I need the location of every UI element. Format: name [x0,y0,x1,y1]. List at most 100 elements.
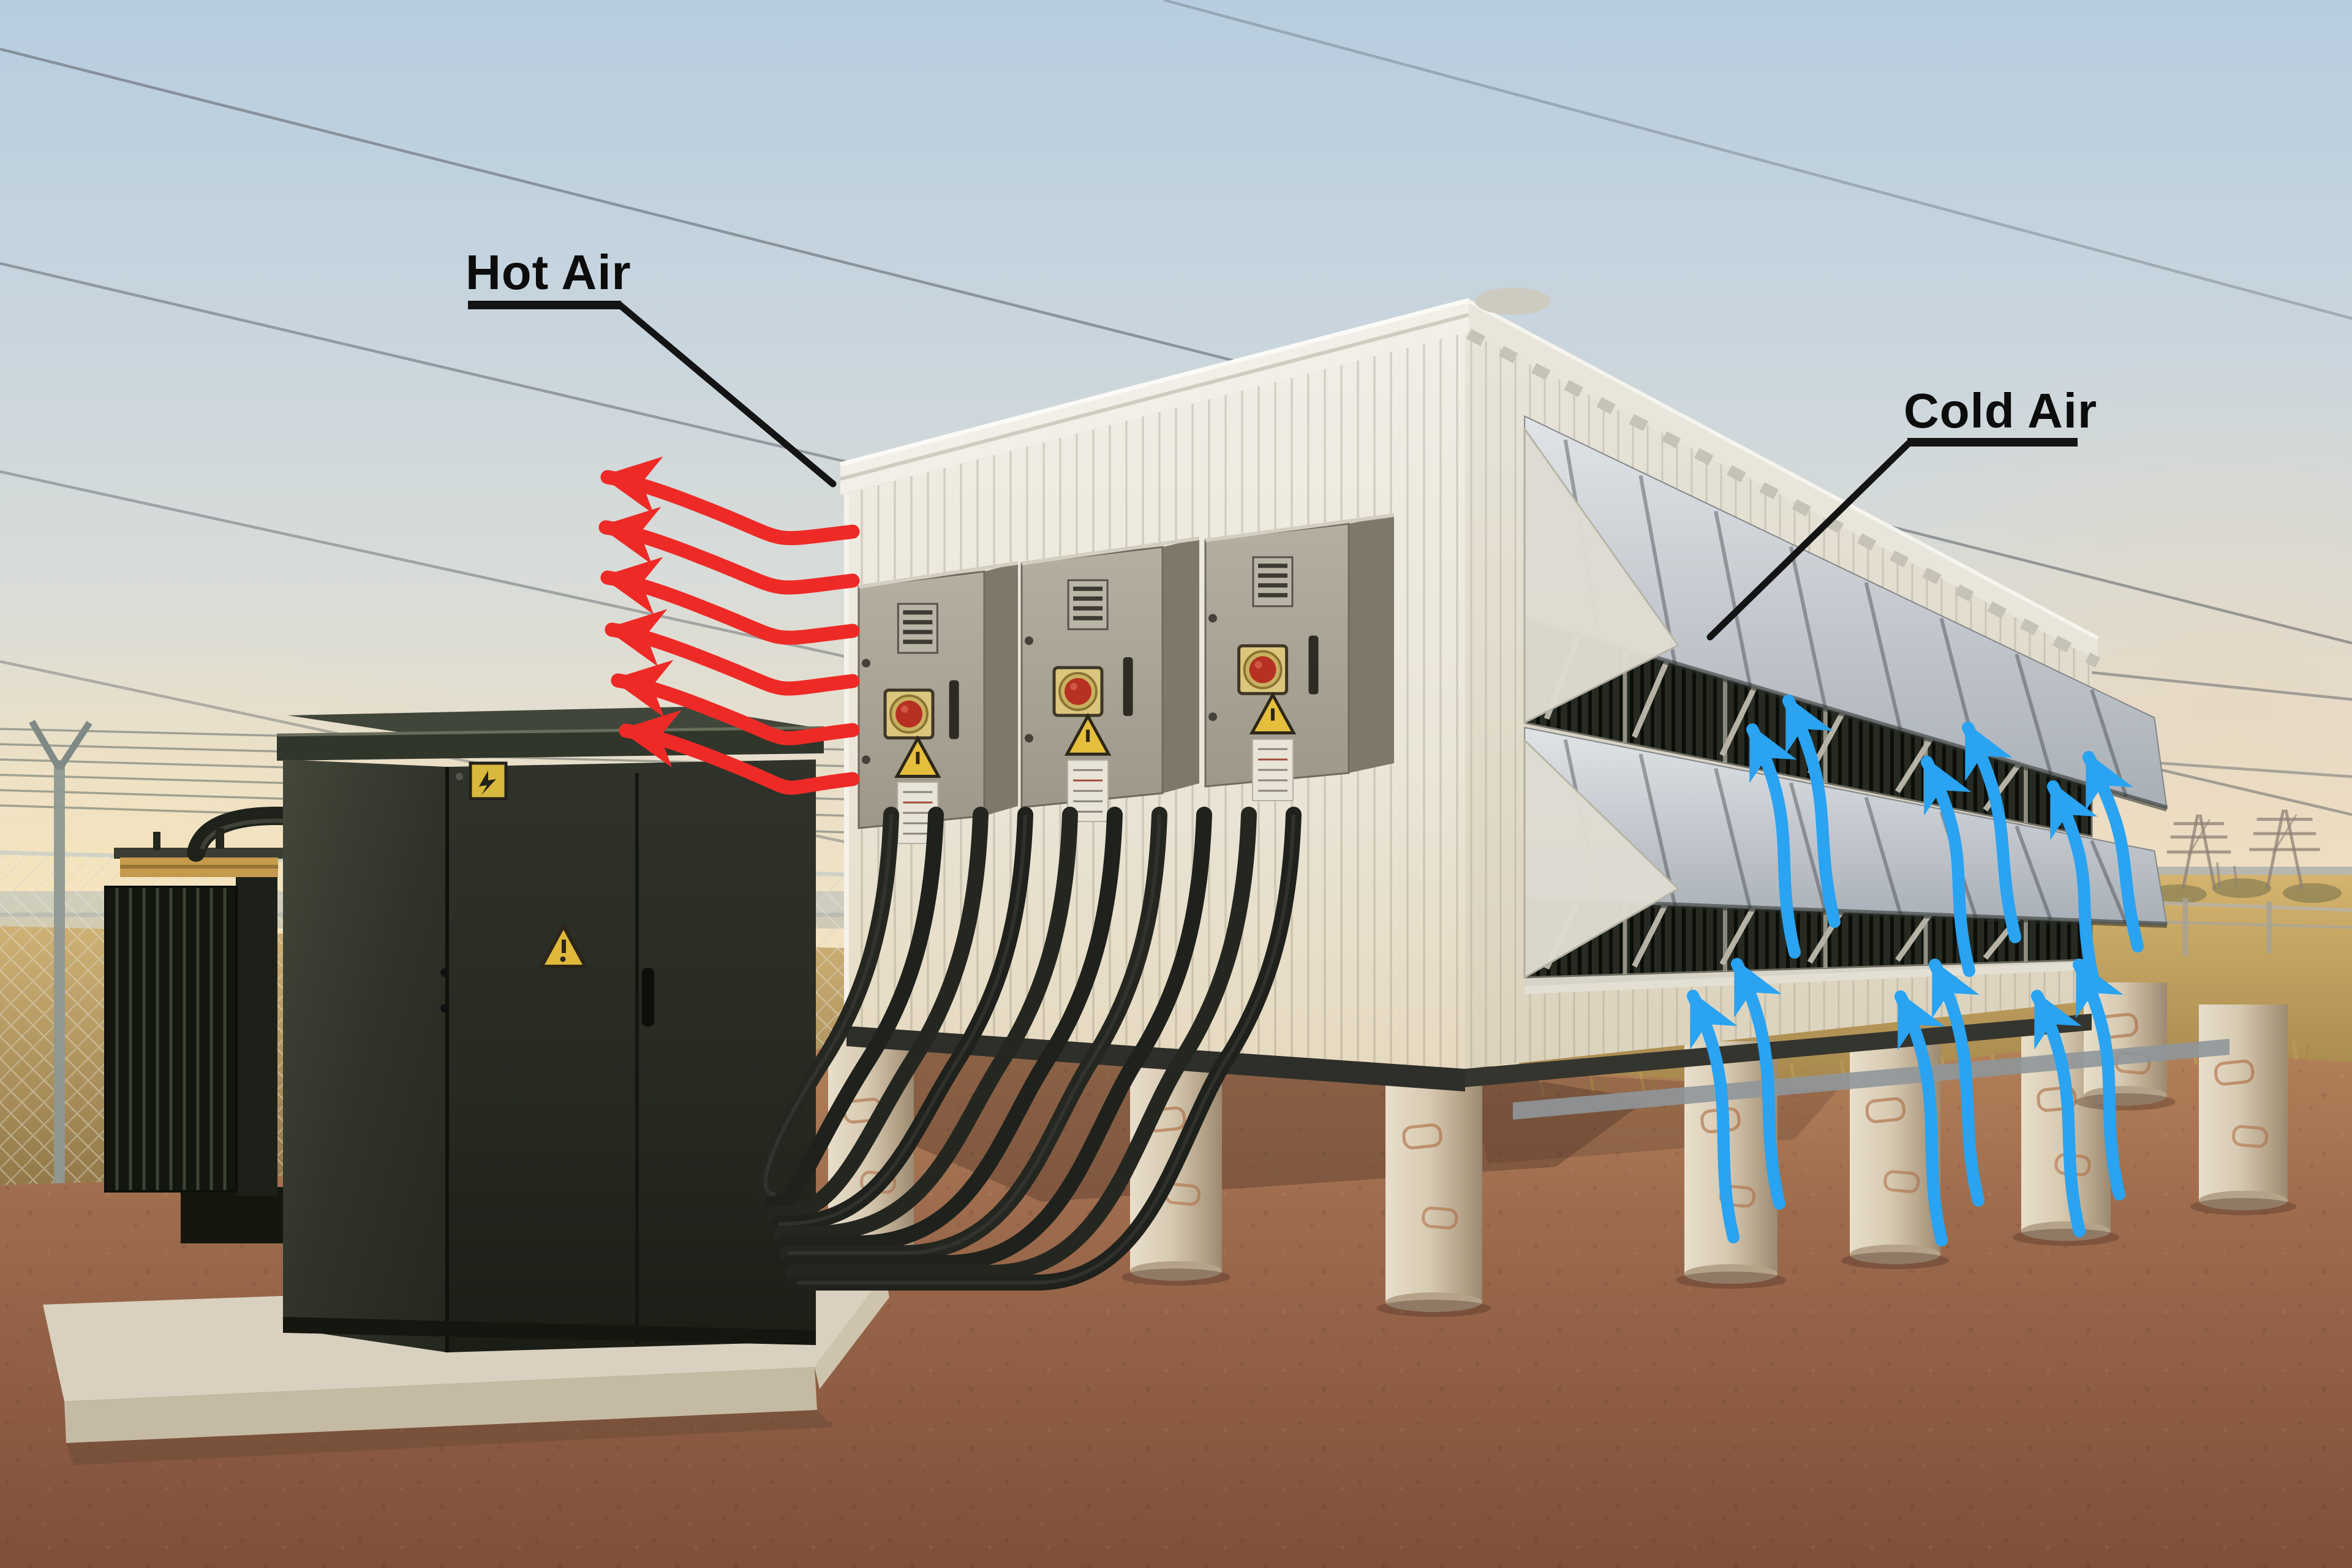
pier-shadow [1377,1300,1491,1317]
rust-stamp [2037,1086,2077,1112]
box-top-highlight [1021,537,1200,565]
box-top-highlight [858,561,1019,589]
hood-seam [1789,782,1828,912]
cabinet-left-side [283,760,447,1352]
hot-air-arrow [605,609,860,696]
transmission-pylons [2166,809,2320,890]
hinge [440,968,449,977]
control-box [858,561,1019,845]
screw [1208,614,1217,623]
estop-highlight [901,705,908,713]
roof-fascia-side [1469,299,2098,660]
hood-seam [1789,546,1828,709]
pier-bottom [1684,1264,1777,1284]
screw [1025,636,1033,646]
hot-air-arrow [600,557,860,645]
hot-air-annotation: Hot Air [466,245,837,488]
cable-sheen [797,814,1295,1284]
pier-bottom [1130,1261,1222,1281]
rust-stamp [2214,1060,2255,1086]
pier-shadow [1676,1272,1786,1289]
door-handle [642,968,654,1027]
cable-sheen [778,814,1027,1226]
grass-tuft [1551,1080,1557,1097]
grass-tuft [2291,1038,2299,1060]
pier-body [1385,1052,1482,1302]
pylon-brace [2187,819,2211,856]
rust-stamp [1865,1097,1906,1123]
rust-stamp [1422,1206,1458,1230]
hood-seam [1714,511,1752,687]
screw [456,773,463,780]
rust-stamp [2231,1125,2269,1148]
hot-air-arrows [598,456,860,795]
slot [1308,635,1319,695]
concrete-pier [2075,982,2176,1110]
hood-seam [1864,582,1902,731]
small-pole [2216,862,2221,889]
screw [1025,734,1033,743]
bush [2283,883,2342,903]
estop-button [1249,656,1276,684]
cold-air-arrow [2031,990,2086,1237]
hot-air-label: Hot Air [466,245,631,300]
side-fascia-highlight [1468,300,2099,640]
cable-sheen [788,814,1161,1255]
grass-tuft [2304,1043,2310,1060]
pier-shadow [2190,1198,2296,1215]
vent-band [1523,415,2168,846]
hot-air-arrow [598,507,860,595]
screw [1208,712,1217,722]
cold-air-arrow [1921,756,1975,977]
power-cable [783,807,1212,1271]
fence-post [54,764,65,1212]
hot-air-arrow [619,710,860,795]
cable-sheen [763,814,893,1196]
cabinet-assembly [43,707,889,1465]
pier-bottom [1385,1292,1482,1312]
pier-shadow [1121,1268,1231,1286]
concrete-pier [1377,1052,1491,1317]
cold-air-arrow [2082,751,2144,952]
cable-bundle [757,807,1302,1291]
power-line [1163,0,2352,320]
cold-air-arrow [1687,990,1740,1243]
brass-groove [120,865,278,869]
lid-highlight [276,726,824,737]
cold-air-arrow [2073,959,2125,1200]
power-cable [786,807,1257,1281]
fins-frame [104,886,238,1193]
box-side [984,563,1018,816]
barbed-arm-left [29,720,62,771]
cold-air-arrows [1687,695,2144,1246]
hood-seam [2015,825,2053,921]
cabinet-base-shadow [283,1317,816,1345]
cold-air-arrow [1929,959,1985,1207]
warning-exclamation [1086,729,1090,742]
vent-sill [1524,962,2092,995]
corner-gusset [1523,738,1680,979]
conduit-highlight [200,818,537,850]
roof-tabs [1466,329,2101,668]
cold-air-annotation: Cold Air [1706,383,2097,641]
pier-shadow [1841,1252,1949,1269]
concrete-pad-front [64,1367,817,1443]
lightning-icon [479,771,496,795]
pier-shadow [2013,1229,2119,1246]
pylon [2249,809,2320,890]
power-line [2091,671,2352,701]
cold-air-arrow [1962,722,2021,943]
power-cable [774,807,1078,1242]
fascia-molding [840,313,1469,481]
concrete-pad-side [815,1274,889,1389]
cold-air-arrow [2047,780,2101,992]
grass-tuft [1601,1077,1607,1095]
control-box [1020,537,1200,823]
power-line [0,47,2352,645]
hood-seam [2015,653,2053,775]
pad-ground-shadow [66,1410,833,1465]
warning-dot [560,956,566,962]
cold-air-arrow [1731,958,1785,1210]
cold-air-arrow [1746,723,1801,959]
hot-air-leader-line [616,301,837,488]
